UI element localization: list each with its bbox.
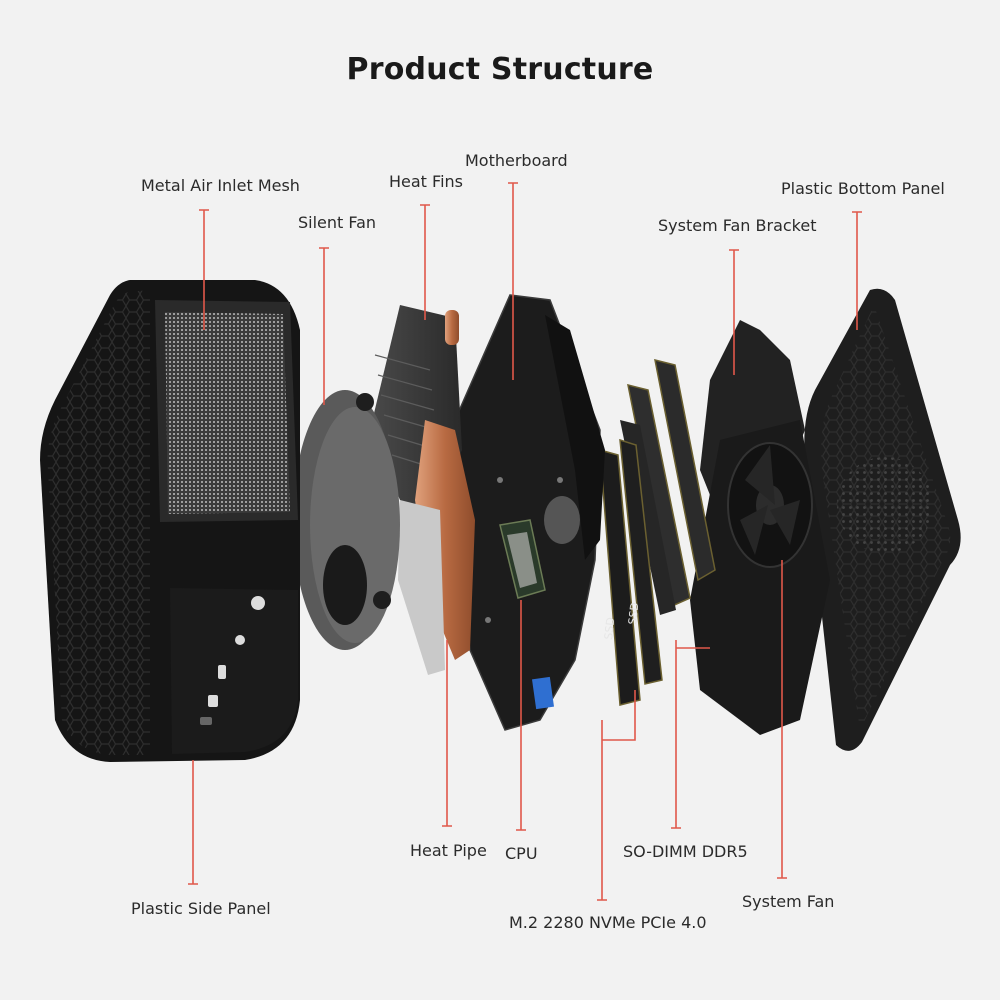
- leader-line-heat-pipe: [442, 640, 452, 827]
- label-metal-air-inlet-mesh: Metal Air Inlet Mesh: [141, 176, 300, 195]
- leader-line-so-dimm-ddr5: [671, 640, 710, 829]
- label-plastic-bottom-panel: Plastic Bottom Panel: [781, 179, 945, 198]
- ssd-label-1: SSD: [602, 617, 617, 641]
- leader-line-metal-air-inlet-mesh: [199, 209, 209, 330]
- label-silent-fan: Silent Fan: [298, 213, 377, 232]
- m2-ssd-part: SSD SSD: [599, 438, 663, 706]
- cpu-part: [499, 519, 546, 599]
- label-cpu: CPU: [505, 844, 538, 863]
- leader-line-plastic-side-panel: [188, 760, 198, 885]
- silent-fan-part: [293, 390, 400, 650]
- label-motherboard: Motherboard: [465, 151, 568, 170]
- leader-lines: [188, 182, 862, 901]
- system-fan-part: [727, 442, 813, 568]
- ssd-label-2: SSD: [626, 602, 641, 626]
- label-m2-ssd: M.2 2280 NVMe PCIe 4.0: [509, 913, 707, 932]
- label-system-fan: System Fan: [742, 892, 835, 911]
- label-so-dimm-ddr5: SO-DIMM DDR5: [623, 842, 748, 861]
- label-system-fan-bracket: System Fan Bracket: [658, 216, 817, 235]
- leader-line-heat-fins: [420, 204, 430, 320]
- heat-pipe-part: [398, 420, 475, 675]
- plastic-bottom-panel-part: [804, 288, 961, 751]
- chassis-part: [40, 280, 300, 762]
- label-plastic-side-panel: Plastic Side Panel: [131, 899, 271, 918]
- leader-line-system-fan-bracket: [729, 249, 739, 375]
- leader-line-m2-ssd: [597, 690, 636, 901]
- leader-line-plastic-bottom-panel: [852, 211, 862, 330]
- leader-line-system-fan: [777, 560, 787, 879]
- page-title: Product Structure: [346, 52, 654, 87]
- leader-line-silent-fan: [319, 247, 329, 405]
- label-heat-pipe: Heat Pipe: [410, 841, 487, 860]
- leader-line-cpu: [516, 600, 526, 831]
- label-heat-fins: Heat Fins: [389, 172, 463, 191]
- leader-line-motherboard: [508, 182, 518, 380]
